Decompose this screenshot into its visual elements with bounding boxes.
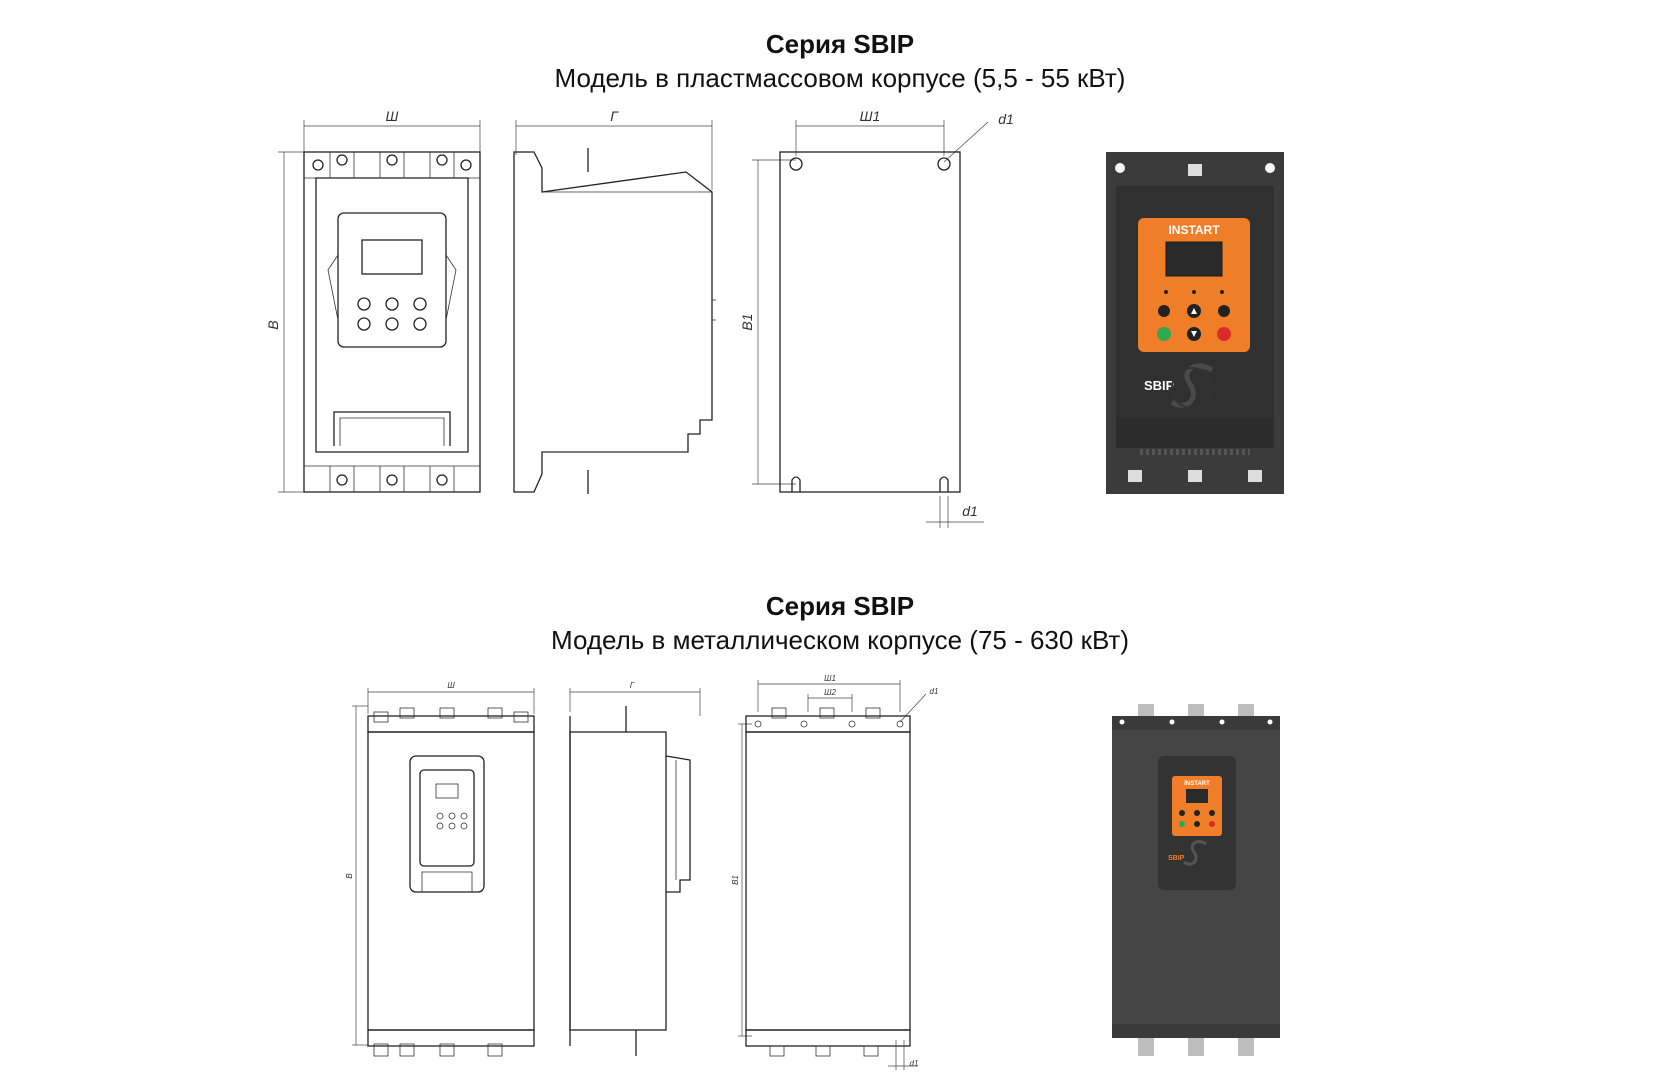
dim-width-label: Ш (386, 108, 399, 124)
dim-mount-height-label: В1 (731, 875, 740, 885)
dim-mount-height-label: В1 (739, 313, 755, 330)
dim-hole-bottom-label: d1 (962, 503, 978, 519)
series-title: Серия SBIP (765, 591, 915, 621)
model-label: SBIP (1144, 378, 1175, 393)
brand-logo: INSTART (1168, 223, 1220, 237)
section-heading-plastic: Серия SBIP Модель в пластмассовом корпус… (0, 28, 1680, 95)
plastic-product-image: INSTART SBIP (1106, 152, 1284, 494)
up-arrow-icon (1191, 308, 1197, 314)
dim-height-label: В (345, 873, 354, 879)
s-logo-icon (1170, 363, 1214, 408)
dim-mount-width-label: Ш1 (860, 108, 881, 124)
dim-depth-label: Г (610, 108, 619, 124)
dim-width-label: Ш (447, 681, 455, 690)
metal-side-view: Г (569, 681, 701, 1056)
plastic-side-view: Г (513, 108, 716, 494)
metal-front-view: Ш В (345, 681, 535, 1057)
model-subtitle: Модель в пластмассовом корпусе (5,5 - 55… (554, 63, 1126, 93)
model-subtitle: Модель в металлическом корпусе (75 - 630… (551, 625, 1129, 655)
section-heading-metal: Серия SBIP Модель в металлическом корпус… (0, 590, 1680, 657)
s-logo-icon (1183, 840, 1207, 866)
dim-height-label: В (265, 320, 281, 329)
dim-depth-label: Г (630, 681, 635, 690)
dim-hole-bottom-label: d1 (910, 1059, 919, 1068)
dim-hole-label: d1 (998, 111, 1014, 127)
down-arrow-icon (1191, 331, 1197, 337)
series-title: Серия SBIP (765, 29, 915, 59)
model-label: SBIP (1168, 855, 1185, 862)
dim-mount-width2-label: Ш2 (824, 688, 836, 697)
brand-logo: INSTART (1184, 781, 1210, 787)
plastic-rear-view: Ш1 d1 В1 d1 (739, 108, 1014, 528)
plastic-front-view: Ш В (265, 108, 481, 493)
metal-product-image: INSTART SBIP (1112, 704, 1280, 1056)
dim-hole-label: d1 (930, 687, 939, 696)
dim-mount-width-label: Ш1 (824, 674, 836, 683)
metal-rear-view: Ш1 Ш2 d1 В1 d1 (731, 674, 938, 1070)
